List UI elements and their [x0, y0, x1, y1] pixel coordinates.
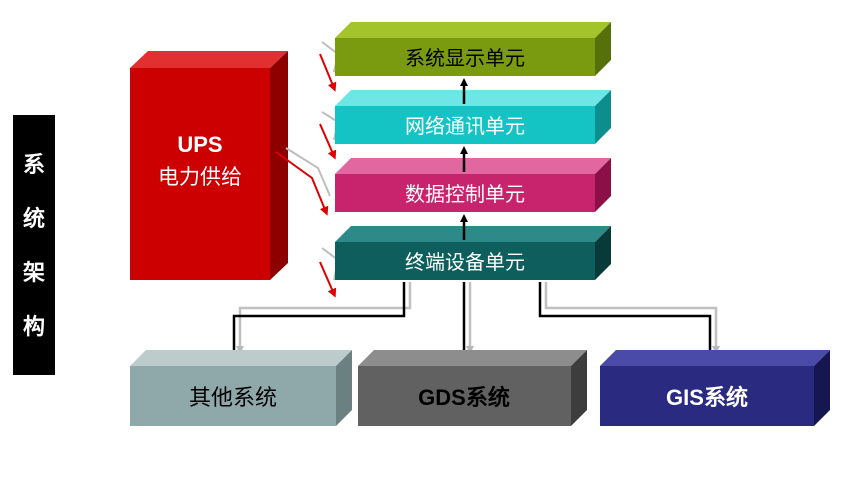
- bottom-connections: [230, 282, 720, 364]
- side-label: 系 统 架 构: [13, 115, 55, 375]
- network-unit-label: 网络通讯单元: [405, 114, 525, 138]
- side-label-char: 架: [23, 260, 45, 286]
- ups-title: UPS: [177, 132, 222, 157]
- network-unit-block: 网络通讯单元: [335, 90, 611, 144]
- side-label-char: 系: [23, 152, 45, 178]
- side-label-char: 统: [23, 206, 45, 232]
- side-label-char: 构: [23, 314, 45, 340]
- ups-block: UPS 电力供给: [130, 51, 288, 280]
- terminal-unit-label: 终端设备单元: [405, 250, 525, 274]
- gis-system-label: GIS系统: [666, 385, 748, 410]
- terminal-unit-block: 终端设备单元: [335, 226, 611, 280]
- other-system-block: 其他系统: [130, 350, 352, 426]
- other-system-label: 其他系统: [189, 386, 277, 411]
- display-unit-label: 系统显示单元: [405, 46, 525, 70]
- display-unit-block: 系统显示单元: [335, 22, 611, 76]
- gds-system-label: GDS系统: [418, 385, 510, 410]
- data-control-unit-block: 数据控制单元: [335, 158, 611, 212]
- ups-subtitle: 电力供给: [158, 165, 242, 189]
- gds-system-block: GDS系统: [358, 350, 587, 426]
- gis-system-block: GIS系统: [600, 350, 830, 426]
- data-control-unit-label: 数据控制单元: [405, 182, 525, 206]
